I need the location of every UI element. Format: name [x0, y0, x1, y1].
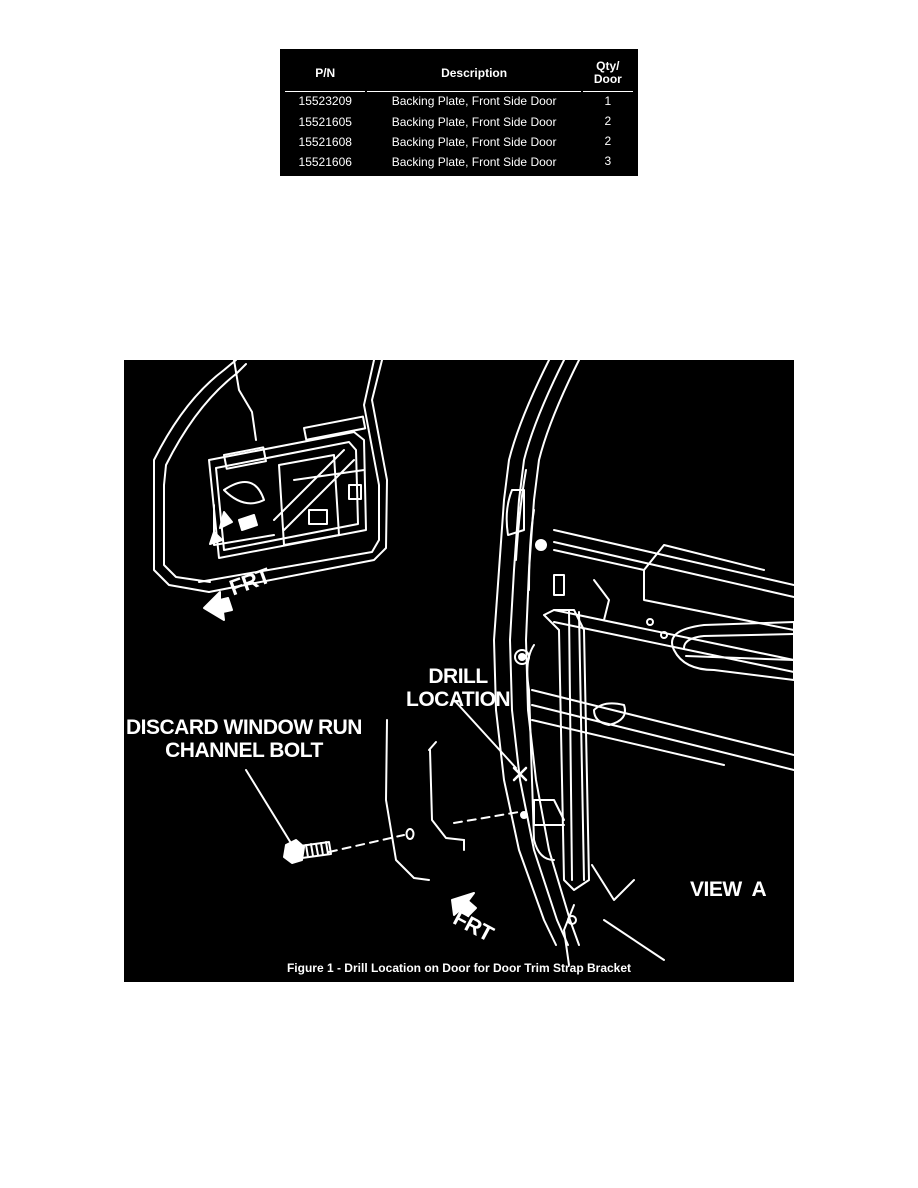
view-a-label: VIEW A	[690, 878, 767, 901]
bolt-icon	[283, 839, 332, 864]
header-pn: P/N	[282, 52, 367, 92]
discard-bolt-label: DISCARD WINDOW RUN CHANNEL BOLT	[126, 716, 362, 762]
header-qty-line2: Door	[593, 71, 622, 86]
frt-arrow-top	[203, 591, 233, 621]
figure-caption: Figure 1 - Drill Location on Door for Do…	[286, 961, 632, 975]
drill-label-line2: LOCATION	[406, 688, 511, 711]
cell-pn: 15521608	[282, 131, 367, 153]
drill-x-mark	[512, 766, 528, 782]
header-qty-line1: Qty/	[596, 58, 620, 73]
cell-description: Backing Plate, Front Side Door	[365, 151, 583, 174]
cell-qty: 1	[580, 91, 636, 113]
discard-label-line2: CHANNEL BOLT	[165, 739, 323, 762]
cell-description: Backing Plate, Front Side Door	[365, 110, 583, 133]
table-row: 15521608 Backing Plate, Front Side Door …	[282, 131, 636, 153]
main-door-drawing	[493, 360, 794, 966]
drill-leader-line	[453, 699, 517, 769]
cell-description: Backing Plate, Front Side Door	[365, 131, 583, 153]
inset-door-drawing	[153, 360, 388, 593]
door-illustration	[153, 360, 794, 966]
discard-label-line1: DISCARD WINDOW RUN	[126, 716, 362, 739]
drill-location-label: DRILL LOCATION	[406, 665, 511, 711]
table-header-row: P/N Description Qty/ Door	[282, 52, 636, 92]
cell-pn: 15521605	[282, 110, 367, 133]
parts-table: P/N Description Qty/ Door 15523209 Backi…	[280, 49, 638, 176]
washer-icon	[405, 828, 415, 840]
cell-qty: 2	[580, 110, 636, 133]
cell-pn: 15523209	[282, 91, 367, 113]
table-row: 15523209 Backing Plate, Front Side Door …	[282, 91, 636, 113]
header-description: Description	[365, 52, 583, 92]
table-row: 15521605 Backing Plate, Front Side Door …	[282, 110, 636, 133]
cell-qty: 2	[580, 131, 636, 153]
header-qty: Qty/ Door	[580, 52, 636, 92]
frt-arrow-bottom	[451, 892, 477, 917]
discard-leader-line	[245, 769, 295, 849]
panel-outline-drawing	[385, 719, 465, 881]
cell-description: Backing Plate, Front Side Door	[365, 91, 583, 113]
table-row: 15521606 Backing Plate, Front Side Door …	[282, 151, 636, 174]
door-figure: FRT FRT DRILL LOCATION DISCARD WINDOW RU…	[124, 360, 794, 982]
drill-label-line1: DRILL	[428, 665, 488, 688]
cell-qty: 3	[580, 151, 636, 174]
dashed-line-upper	[453, 811, 520, 824]
cell-pn: 15521606	[282, 151, 367, 174]
dashed-line-lower	[328, 834, 405, 853]
